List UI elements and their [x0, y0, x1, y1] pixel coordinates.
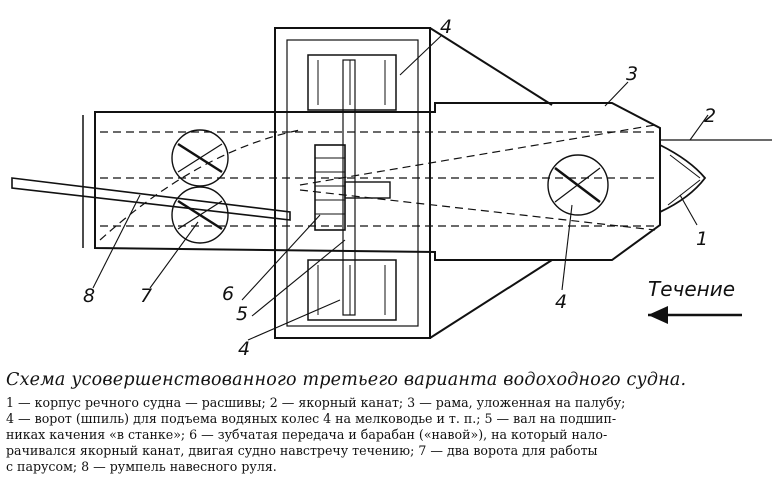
label-3: 3	[626, 63, 638, 85]
gear-transmission	[344, 181, 391, 199]
capstan-lower	[171, 186, 229, 244]
paddle-wheel-bottom	[307, 259, 397, 321]
tiller	[11, 177, 291, 221]
capstan-upper	[171, 129, 229, 187]
label-7: 7	[140, 285, 152, 307]
label-6: 6	[222, 283, 234, 305]
caption-title: Схема усовершенствованного третьего вари…	[6, 370, 687, 390]
caption-line: с парусом; 8 — румпель навесного руля.	[6, 459, 277, 474]
bow-cone	[659, 144, 707, 213]
capstan-forward	[547, 154, 609, 216]
frame-wedge-bottom	[429, 259, 553, 339]
hull-outline	[94, 102, 661, 261]
vessel-diagram: 1 2 3 4 4 4 5 6 7 8 Течение	[11, 16, 772, 360]
label-4-bottom: 4	[238, 338, 250, 360]
caption-line: рачивался якорный канат, двигая судно на…	[6, 443, 598, 458]
label-2: 2	[704, 105, 716, 127]
caption-line: 4 — ворот (шпиль) для подъема водяных ко…	[6, 411, 617, 426]
label-4-right: 4	[555, 291, 567, 313]
label-4-top: 4	[440, 16, 452, 38]
transverse-frame	[274, 27, 431, 339]
label-1: 1	[696, 228, 708, 250]
label-5: 5	[236, 303, 248, 325]
current-label: Течение	[648, 277, 735, 301]
caption: Схема усовершенствованного третьего вари…	[6, 370, 768, 475]
shaft	[342, 59, 356, 316]
paddle-wheel-top	[307, 54, 397, 111]
label-8: 8	[83, 285, 95, 307]
frame-wedge-top	[429, 27, 553, 106]
caption-line: никах качения «в станке»; 6 — зубчатая п…	[6, 427, 608, 442]
caption-line: 1 — корпус речного судна — расшивы; 2 — …	[6, 395, 626, 410]
